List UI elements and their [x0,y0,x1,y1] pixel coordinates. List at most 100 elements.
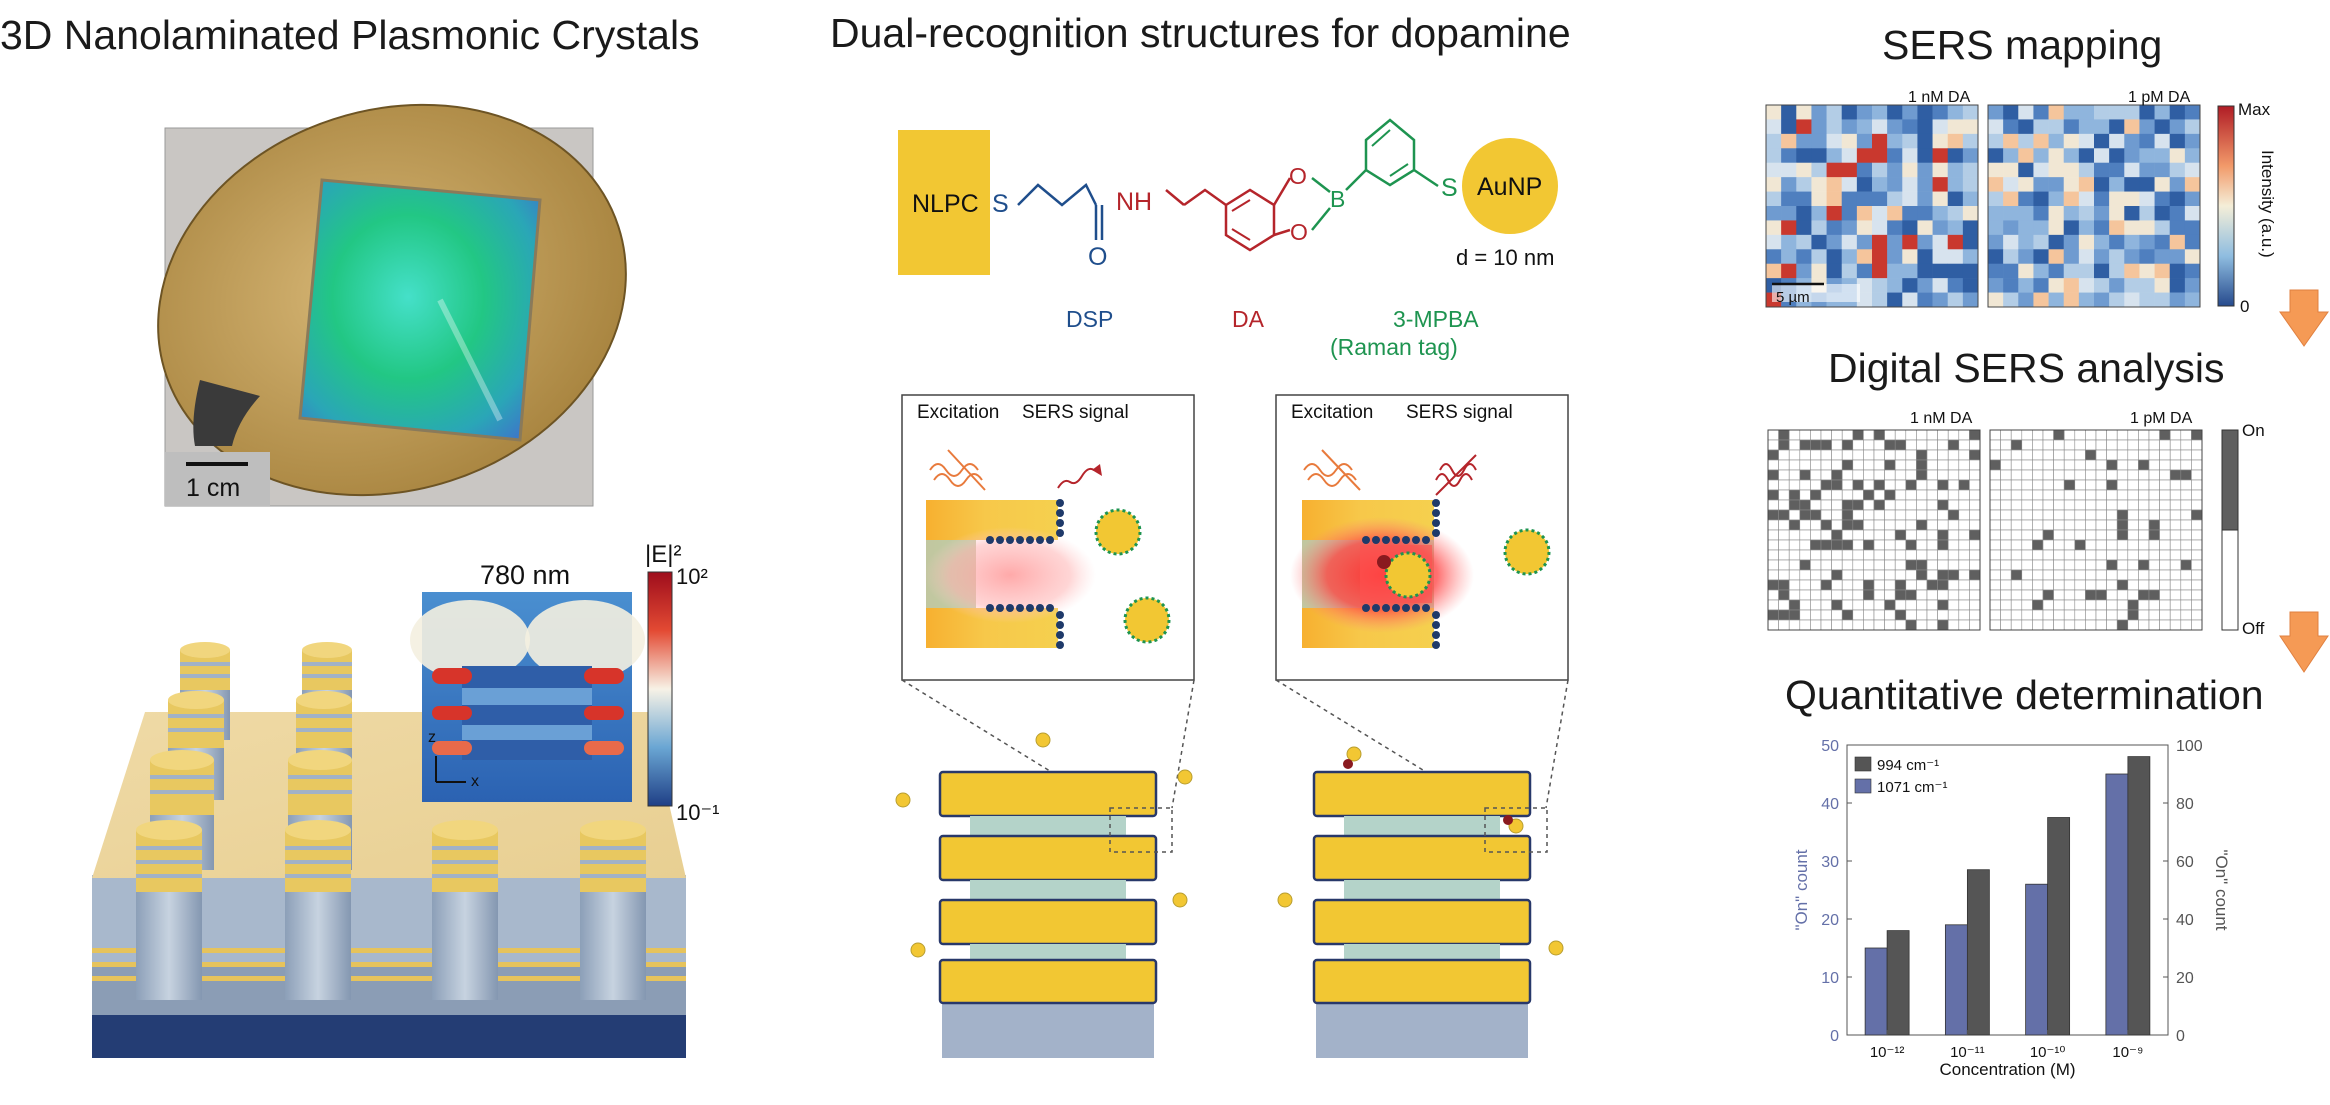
digital-pixel [2116,439,2129,451]
digital-pixel [2116,479,2129,491]
sulfur-right: S [1441,174,1458,202]
sers-pixel [1872,220,1888,236]
digital-pixel [1989,519,2001,531]
sers-pixel [2109,148,2125,164]
sers-pixel [2078,191,2095,207]
sers-pixel [1766,119,1782,135]
digital-pixel [2169,539,2182,551]
digital-pixel [1958,599,1970,611]
digital-map2-label: 1 pM DA [2130,410,2193,427]
digital-pixel [2063,509,2076,521]
digital-pixel [2021,559,2033,571]
digital-pixel [1916,469,1928,481]
digital-pixel [1926,609,1938,621]
amide-nh: NH [1116,188,1152,216]
sers-pixel [2063,191,2080,207]
x-tick-label: 10⁻¹⁰ [2030,1044,2066,1061]
digital-pixel [1767,609,1779,621]
sers-pixel [2094,119,2110,135]
sers-pixel [1917,177,1933,192]
sers-pixel [1902,263,1918,279]
sers-pixel [2154,220,2171,236]
sers-pixel [1887,206,1903,221]
digital-pixel [1937,469,1949,481]
sers-pixel [1887,234,1903,250]
sers-pixel [1988,133,2004,149]
sers-pixel [2003,148,2019,164]
sers-pixel [1947,162,1964,178]
digital-pixel [1958,589,1970,601]
digital-pixel [1810,609,1822,621]
digital-pixel [2138,619,2150,631]
digital-pixel [1916,599,1928,611]
sers-pixel [1811,133,1827,149]
digital-pixel [1873,609,1885,621]
digital-pixel [1863,599,1875,611]
digital-pixel [2148,439,2160,451]
sers-pixel [1826,220,1843,236]
digital-pixel [1894,429,1907,441]
sers-pixel [2124,133,2140,149]
digital-pixel [1926,449,1938,461]
digital-pixel [2053,469,2065,481]
digital-pixel [2085,569,2097,581]
digital-pixel [1937,499,1949,511]
digital-pixel [2032,519,2044,531]
digital-legend-off: Off [2242,619,2265,638]
digital-pixel [2127,479,2139,491]
sers-pixel [1902,177,1918,192]
digital-pixel [2116,569,2129,581]
sers-pixel [2124,206,2140,221]
digital-pixel [1937,549,1949,561]
digital-pixel [2095,509,2107,521]
sers-pixel [2018,278,2034,293]
digital-pixel [2085,549,2097,561]
digital-pixel [1863,549,1875,561]
digital-pixel [1788,539,1801,551]
sers-pixel [2184,148,2201,164]
digital-pixel [1958,519,1970,531]
digital-pixel [2095,499,2107,511]
digital-pixel [1852,489,1864,501]
digital-pixel [2116,519,2129,531]
sers-pixel [1796,119,1812,135]
digital-pixel [1863,429,1875,441]
digital-pixel [2116,609,2129,621]
digital-pixel [1969,509,1981,521]
digital-pixel [2032,539,2044,551]
y-left-tick-label: 0 [1830,1028,1839,1045]
sers-pixel [1796,162,1812,178]
sers-pixel [1902,105,1918,120]
digital-pixel [1958,579,1970,591]
digital-pixel [2032,509,2044,521]
digital-pixel [1852,429,1864,441]
sers-pixel [1811,249,1827,265]
digital-pixel [2106,589,2118,601]
digital-pixel [1820,569,1832,581]
sers-pixel [1932,263,1949,279]
digital-pixel [2159,439,2171,451]
digital-pixel [2085,529,2097,541]
sers-pixel [2018,220,2034,236]
digital-pixel [2000,559,2012,571]
digital-pixel [2106,609,2118,621]
digital-pixel [2010,499,2023,511]
digital-pixel [2021,589,2033,601]
sers-pixel [2063,177,2080,192]
sers-pixel [2109,191,2125,207]
sers-cbar-title: Intensity (a.u.) [2258,150,2277,258]
digital-pixel [1810,439,1822,451]
digital-pixel [1937,599,1949,611]
sers-pixel [2184,263,2201,279]
digital-pixel [2000,499,2012,511]
digital-pixel [2106,519,2118,531]
inset-with-da [1275,394,1569,681]
digital-pixel [1905,569,1917,581]
sers-map-1pm [1988,105,2201,308]
sers-pixel [2078,263,2095,279]
digital-pixel [1969,549,1981,561]
sers-pixel [1841,162,1858,178]
digital-pixel [2021,429,2033,441]
digital-pixel [2138,559,2150,571]
